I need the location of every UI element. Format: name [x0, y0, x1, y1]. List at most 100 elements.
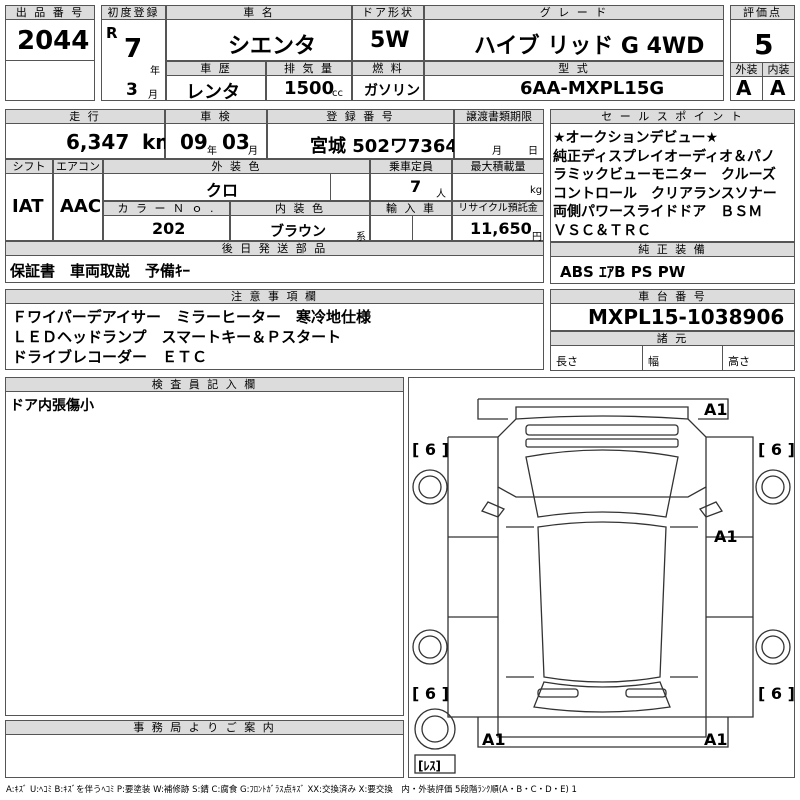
notes-box [5, 303, 544, 370]
note-line: ＬＥＤヘッドランプ スマートキー＆Ｐスタート [12, 328, 342, 346]
transfer-doc-month: 月 [492, 146, 502, 157]
grade-box [424, 19, 724, 61]
mileage-label: 走 行 [5, 109, 165, 124]
later-parts-value: 保証書 車両取説 予備ｷｰ [10, 262, 191, 280]
car-name-label: 車 名 [166, 5, 352, 20]
sales-point-line: ★オークションデビュー★ [553, 130, 719, 146]
inspector-box [5, 391, 404, 716]
shift-label: シフト [5, 159, 53, 174]
interior-color-label: 内 装 色 [230, 201, 370, 216]
first-reg-year-unit: 年 [150, 66, 160, 77]
registration-label: 登 録 番 号 [267, 109, 454, 124]
legend: A:ｷｽﾞ U:ﾍｺﾐ B:ｷｽﾞを伴うﾍｺﾐ P:要塗装 W:補修跡 S:錆 … [6, 785, 577, 795]
tire-rl-tread: [ 6 ] [412, 684, 449, 703]
inspection-year: 09 [180, 130, 208, 154]
max-load-box [452, 173, 544, 201]
sales-point-line: 両側パワースライドドア ＢＳＭ [553, 204, 763, 220]
inspector-note: ドア内張傷小 [10, 398, 94, 414]
recycle-value: 11,650 [470, 219, 532, 238]
score-label: 評価点 [730, 5, 795, 20]
interior-color-value: ブラウン [270, 224, 326, 240]
sales-point-line: ＶＳＣ＆ＴＲＣ [553, 222, 651, 239]
sales-points-box [550, 123, 795, 242]
first-reg-label: 初度登録 [101, 5, 166, 20]
sales-point-line: コントロール クリアランスソナー [553, 185, 777, 202]
note-line: ドライブレコーダー ＥＴＣ [12, 348, 208, 366]
chassis-label: 車 台 番 号 [550, 289, 795, 304]
spare-label: [ﾚｽ] [418, 759, 441, 773]
recycle-box [452, 215, 544, 241]
grade-value: ハイブ リッド G 4WD [474, 34, 705, 59]
interior-color-box [230, 215, 370, 241]
car-name: シエンタ [228, 34, 317, 59]
recycle-label: リサイクル預託金 [452, 201, 544, 216]
damage-mark-front: A1 [704, 400, 728, 419]
damage-mark-right: A1 [714, 527, 738, 546]
door-label: ドア形状 [352, 5, 424, 20]
recycle-unit: 円 [532, 232, 542, 243]
note-line: Ｆワイパーデアイサー ミラーヒーター 寒冷地仕様 [12, 308, 371, 326]
import-box [370, 215, 452, 241]
tire-fl-tread: [ 6 ] [412, 440, 449, 459]
capacity-value: 7 [410, 177, 422, 196]
interior-color-unit: 系 [356, 232, 366, 243]
import-label: 輸 入 車 [370, 201, 452, 216]
lot-number: 2044 [17, 26, 90, 56]
later-parts-box [5, 255, 544, 283]
fuel-box [352, 75, 424, 101]
dim-length: 長さ [556, 355, 578, 368]
registration-box [267, 123, 454, 159]
displacement-value: 1500 [284, 78, 335, 99]
inspection-month: 03 [222, 130, 250, 154]
first-reg-era: R [106, 24, 118, 42]
office-box [5, 734, 404, 778]
later-parts-label: 後 日 発 送 部 品 [5, 241, 544, 256]
aircon-label: エアコン [53, 159, 103, 174]
ext-score: A [736, 76, 752, 100]
damage-diagram-box [408, 377, 795, 778]
score-value: 5 [754, 28, 774, 61]
displacement-label: 排 気 量 [266, 61, 352, 76]
model-value: 6AA-MXPL15G [520, 78, 665, 99]
damage-mark-rear-left: A1 [482, 730, 506, 749]
tire-rr-tread: [ 6 ] [758, 684, 795, 703]
ext-score-label: 外装 [730, 62, 763, 77]
sales-point-line: ラミックビューモニター クルーズ [553, 167, 776, 183]
damage-mark-rear-right: A1 [704, 730, 728, 749]
notes-label: 注 意 事 項 欄 [5, 289, 544, 304]
inspection-box [165, 123, 267, 159]
history-label: 車 歴 [166, 61, 266, 76]
mileage-box [5, 123, 165, 159]
capacity-unit: 人 [436, 189, 446, 200]
fuel-label: 燃 料 [352, 61, 424, 76]
first-reg-month-unit: 月 [148, 90, 158, 101]
model-box [424, 75, 724, 101]
first-reg-year: 7 [124, 34, 143, 64]
int-score-label: 内装 [762, 62, 795, 77]
model-label: 型 式 [424, 61, 724, 76]
inspection-year-unit: 年 [207, 146, 217, 157]
exterior-color-value: クロ [206, 181, 239, 200]
shift-value: IAT [12, 196, 44, 217]
history-value: レンタ [186, 82, 240, 103]
registration-value: 宮城 502ワ7364 [310, 136, 458, 157]
history-box [166, 75, 266, 101]
sales-points-text: ★オークションデビュー★ 純正ディスプレイオーディオ＆パノ ラミックビューモニタ… [553, 129, 777, 240]
aircon-value: AAC [60, 196, 102, 217]
displacement-unit: cc [332, 88, 343, 99]
equipment-label: 純 正 装 備 [550, 242, 795, 257]
lot-label: 出 品 番 号 [5, 5, 95, 20]
office-label: 事 務 局 よ り ご 案 内 [5, 720, 404, 735]
transfer-doc-box [454, 123, 544, 159]
dimensions-box [550, 345, 795, 371]
transfer-doc-label: 譲渡書類期限 [454, 109, 544, 124]
color-no-value: 202 [152, 219, 186, 238]
shift-box [5, 173, 53, 241]
equipment-value: ABS ｴｱB PS PW [560, 263, 686, 281]
tire-fr-tread: [ 6 ] [758, 440, 795, 459]
dim-width: 幅 [648, 355, 659, 368]
sales-point-line: 純正ディスプレイオーディオ＆パノ [553, 148, 776, 165]
color-no-box [103, 215, 230, 241]
chassis-value: MXPL15-1038906 [588, 305, 785, 329]
first-reg-month: 3 [126, 80, 138, 100]
